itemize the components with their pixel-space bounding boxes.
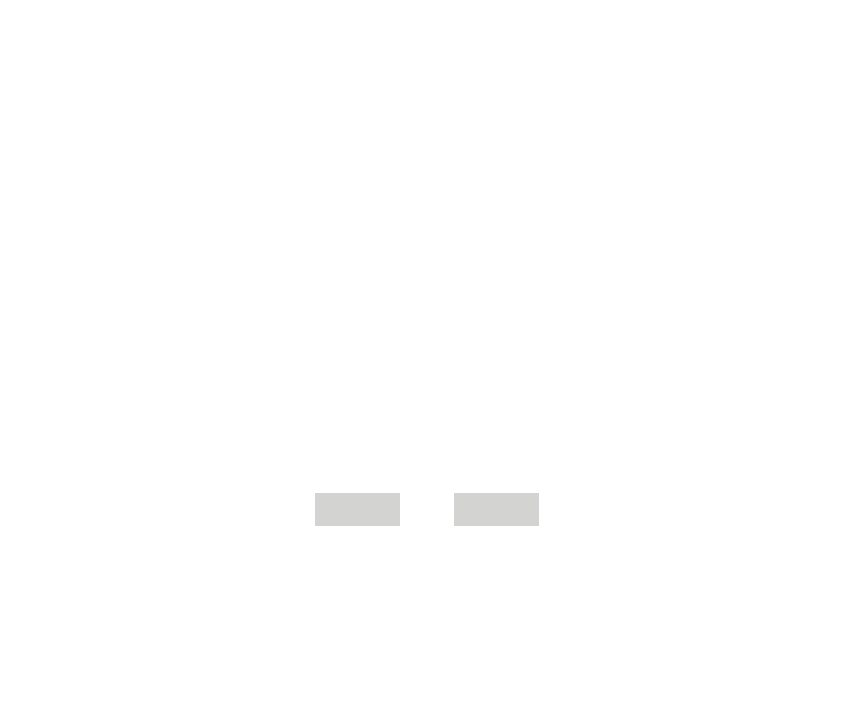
left-button[interactable] (315, 493, 400, 526)
right-button[interactable] (454, 493, 539, 526)
